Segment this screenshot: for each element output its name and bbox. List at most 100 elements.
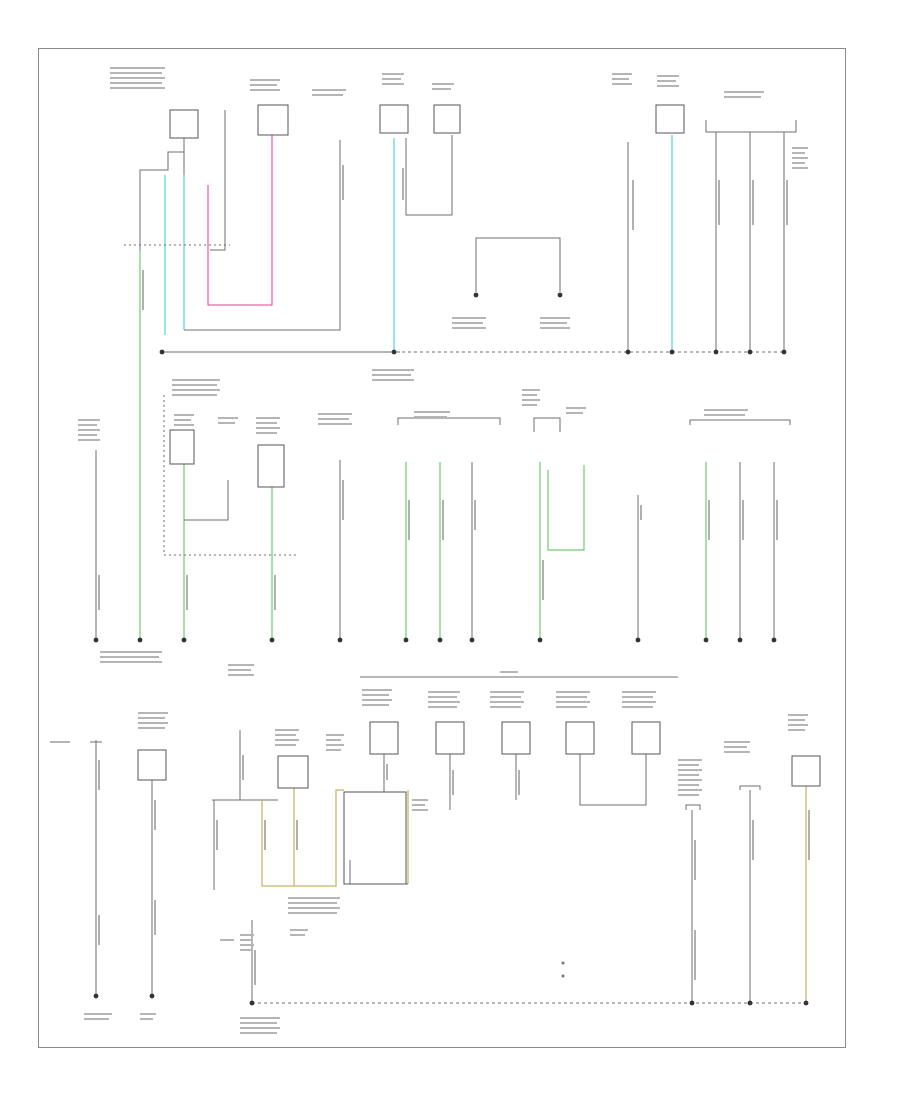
- label-block-17: [256, 417, 280, 434]
- component-7: [257, 444, 285, 488]
- wire-27: [184, 480, 229, 521]
- component-16: [343, 791, 407, 885]
- label-block-15: [174, 414, 194, 426]
- label-block-5: [432, 83, 454, 90]
- component-12: [501, 721, 531, 755]
- label-block-34: [678, 759, 702, 796]
- label-block-32: [556, 691, 590, 708]
- component-1: [169, 109, 199, 139]
- label-block-11: [792, 147, 808, 169]
- label-block-12: [372, 369, 414, 381]
- ground-point-11: [137, 637, 143, 643]
- ground-point-20: [703, 637, 709, 643]
- legend: [561, 961, 565, 978]
- wire-50: [262, 789, 344, 887]
- label-block-45: [412, 799, 428, 811]
- label-block-26: [138, 712, 168, 729]
- label-block-30: [428, 691, 460, 708]
- wire-34: [547, 465, 585, 551]
- label-block-41: [288, 897, 340, 914]
- label-block-7: [657, 75, 679, 87]
- ground-point-15: [403, 637, 409, 643]
- label-block-33: [622, 691, 656, 708]
- label-block-39: [140, 1013, 156, 1020]
- ground-point-8: [473, 292, 479, 298]
- label-block-16: [218, 417, 238, 424]
- component-9: [277, 755, 309, 789]
- component-11: [435, 721, 465, 755]
- label-block-23: [100, 651, 162, 663]
- component-6: [169, 429, 195, 465]
- ground-point-23: [93, 993, 99, 999]
- component-4: [433, 104, 461, 134]
- ground-point-17: [469, 637, 475, 643]
- label-block-27: [275, 729, 299, 746]
- wires-layer: [90, 110, 807, 1004]
- ground-point-16: [437, 637, 443, 643]
- diagram-frame: [38, 48, 846, 1048]
- wire-40: [685, 804, 701, 810]
- ground-point-12: [181, 637, 187, 643]
- wire-56: [579, 754, 647, 806]
- label-block-6: [612, 73, 632, 85]
- label-block-21: [566, 407, 586, 414]
- label-block-38: [84, 1013, 112, 1020]
- ground-point-6: [747, 349, 753, 355]
- label-block-3: [312, 89, 346, 96]
- label-block-2: [250, 79, 280, 91]
- component-14: [631, 721, 661, 755]
- ground-points-layer: [93, 292, 809, 1006]
- ground-point-9: [557, 292, 563, 298]
- wire-10: [405, 135, 453, 216]
- component-15: [791, 755, 821, 787]
- component-13: [565, 721, 595, 755]
- label-block-40: [240, 1017, 280, 1034]
- components-layer: [137, 104, 821, 885]
- label-block-10: [540, 317, 570, 329]
- legend-marker-2: [561, 974, 565, 978]
- component-3: [379, 104, 409, 134]
- label-block-20: [522, 389, 540, 406]
- ground-point-24: [149, 993, 155, 999]
- wire-6: [207, 135, 273, 306]
- ground-point-26: [689, 1000, 695, 1006]
- label-block-31: [490, 691, 524, 708]
- ground-point-4: [669, 349, 675, 355]
- wire-23: [689, 419, 791, 425]
- label-block-14: [78, 419, 100, 441]
- label-block-36: [788, 714, 808, 731]
- label-block-22: [704, 409, 748, 416]
- ground-point-18: [537, 637, 543, 643]
- ground-point-5: [713, 349, 719, 355]
- wire-24: [533, 417, 561, 432]
- labels-layer: [50, 67, 810, 1034]
- label-block-44: [240, 934, 254, 951]
- ground-point-2: [391, 349, 397, 355]
- wire-8: [184, 140, 341, 331]
- label-block-19: [414, 411, 450, 418]
- wire-53: [349, 860, 408, 885]
- label-block-9: [452, 317, 486, 329]
- label-block-24: [228, 664, 254, 676]
- ground-point-28: [803, 1000, 809, 1006]
- ground-point-27: [747, 1000, 753, 1006]
- ground-point-3: [625, 349, 631, 355]
- label-block-29: [362, 689, 392, 706]
- ground-point-7: [781, 349, 787, 355]
- wire-1: [705, 120, 797, 133]
- ground-point-25: [249, 1000, 255, 1006]
- wire-22: [397, 417, 501, 425]
- label-block-43: [290, 929, 308, 936]
- component-8: [137, 749, 167, 781]
- ground-point-13: [269, 637, 275, 643]
- label-block-8: [724, 91, 764, 98]
- wire-21: [163, 395, 296, 556]
- label-block-4: [382, 73, 404, 85]
- ground-point-10: [93, 637, 99, 643]
- label-block-28: [326, 734, 344, 751]
- ground-point-14: [337, 637, 343, 643]
- ground-point-1: [159, 349, 165, 355]
- component-5: [655, 104, 685, 134]
- wire-3: [139, 151, 184, 250]
